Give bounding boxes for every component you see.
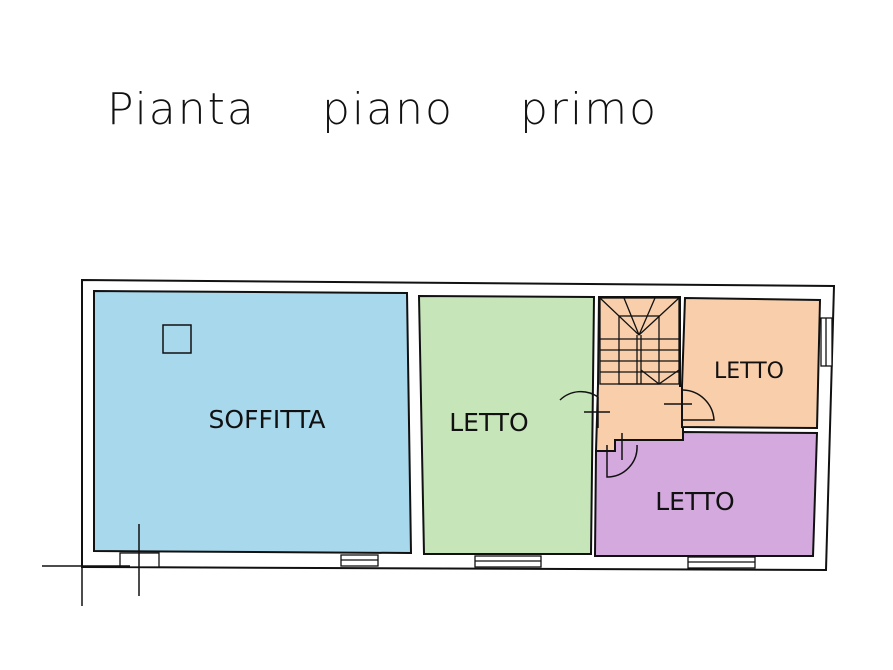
- room-label-soffitta: SOFFITTA: [209, 405, 326, 434]
- room-soffitta: [93, 289, 413, 555]
- room-label-letto-2: LETTO: [714, 359, 784, 384]
- room-label-letto-1: LETTO: [449, 408, 529, 437]
- room-letto-1: [417, 294, 596, 555]
- title-word-2: piano: [322, 84, 454, 135]
- doors: [559, 389, 715, 478]
- room-letto-2: [681, 296, 822, 430]
- title-word-3: primo: [520, 84, 659, 135]
- reference-lines: [42, 524, 140, 606]
- hatch-square: [162, 324, 192, 354]
- staircase: [599, 297, 680, 385]
- title-word-1: Pianta: [107, 84, 256, 135]
- room-label-letto-3: LETTO: [655, 487, 735, 516]
- stair-landing: [594, 296, 684, 452]
